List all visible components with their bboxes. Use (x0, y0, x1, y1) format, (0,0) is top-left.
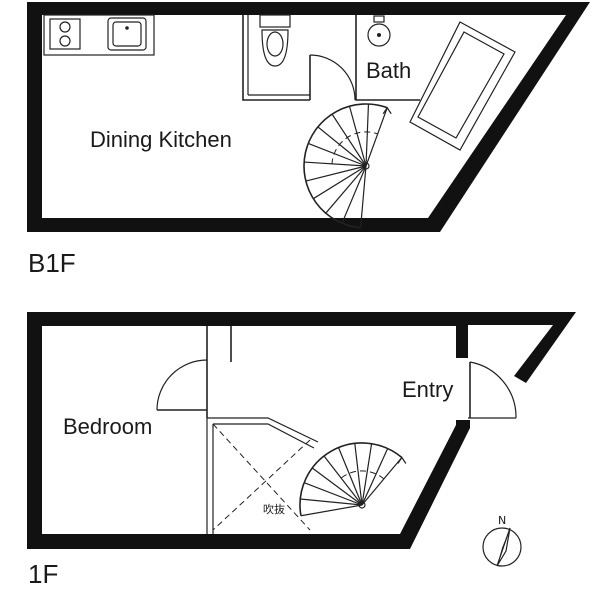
kitchen-counter (43, 14, 155, 56)
floor-label-b1f: B1F (28, 248, 76, 278)
floor-label-1f: 1F (28, 559, 58, 589)
sink-icon (107, 17, 147, 51)
room-label-bedroom: Bedroom (63, 414, 152, 439)
b1f-spiral-stair (303, 103, 392, 229)
bathtub-icon (409, 21, 516, 151)
entry-door (468, 361, 517, 419)
compass-north-label: N (498, 514, 506, 527)
toilet-partition (242, 15, 310, 101)
bedroom-door (156, 359, 208, 411)
stove-icon (49, 18, 81, 50)
void-label: 吹抜 (263, 502, 285, 516)
toilet-icon (259, 14, 291, 67)
b1f-plan: Dining Kitchen Bath (27, 2, 590, 232)
toilet-door (309, 54, 356, 101)
void-area (212, 423, 311, 531)
entry-wall (468, 312, 576, 383)
bath-partition (355, 15, 420, 101)
void-rail (206, 417, 319, 534)
room-label-bath: Bath (366, 58, 411, 83)
closet-partition (206, 326, 232, 418)
room-label-entry: Entry (402, 377, 453, 402)
1f-plan: 吹抜 Bedroom Entry (27, 312, 576, 549)
room-label-dining-kitchen: Dining Kitchen (90, 127, 232, 152)
1f-spiral-stair (299, 442, 407, 517)
basin-icon (367, 15, 391, 47)
compass-rose: N (482, 514, 522, 567)
b1f-outer-wall (27, 2, 590, 232)
